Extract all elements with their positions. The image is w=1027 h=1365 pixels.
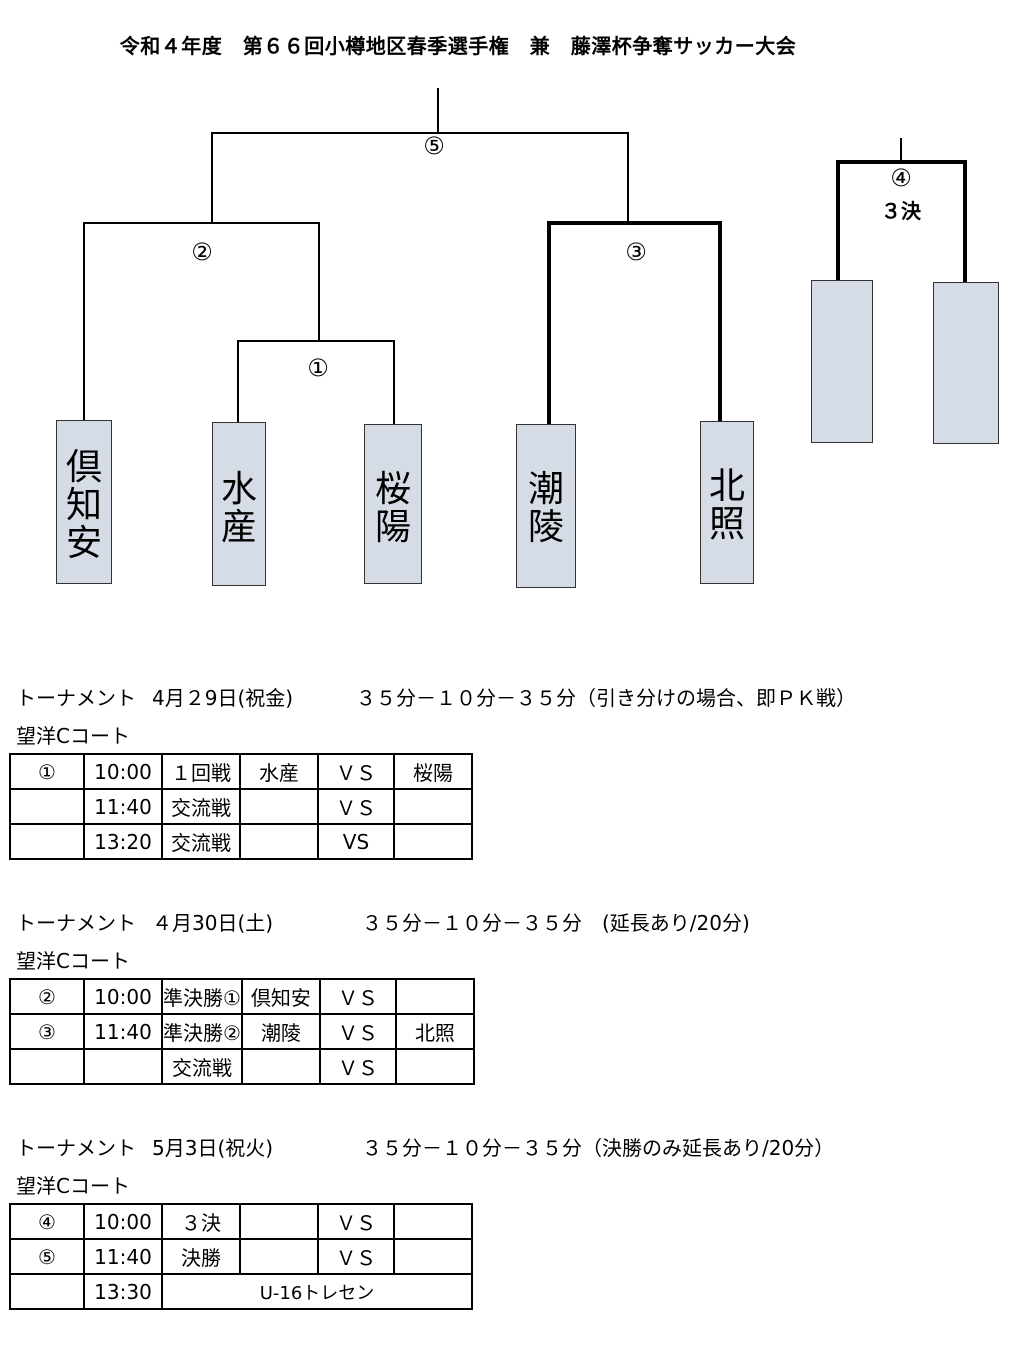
team-name: 潮 陵: [527, 469, 564, 548]
court-name: 望洋Cコート: [16, 724, 130, 748]
match-label-4-sub: ３決: [881, 199, 921, 223]
team-box-hokusho: 北 照: [700, 421, 754, 584]
schedule-table: ② 10:00 準決勝① 倶知安 ＶＳ ③ 11:40 準決勝② 潮陵 ＶＳ 北…: [9, 978, 475, 1085]
table-row: ① 10:00 １回戦 水産 ＶＳ 桜陽: [9, 753, 473, 790]
match-label-2: ②: [191, 238, 213, 266]
team-name: 桜 陽: [374, 469, 411, 548]
match-label-1: ①: [307, 354, 329, 382]
court-name: 望洋Cコート: [16, 1174, 130, 1198]
event-cell: U-16トレセン: [161, 1273, 473, 1310]
bracket-lines: [83, 88, 967, 424]
table-row: 13:30 U-16トレセン: [9, 1273, 473, 1310]
team-box-ouyou: 桜 陽: [364, 424, 422, 584]
table-row: ③ 11:40 準決勝② 潮陵 ＶＳ 北照: [9, 1013, 475, 1050]
table-row: ⑤ 11:40 決勝 ＶＳ: [9, 1238, 473, 1275]
team-box-third-place-a: [811, 280, 873, 443]
court-name: 望洋Cコート: [16, 949, 130, 973]
table-row: 交流戦 ＶＳ: [9, 1048, 475, 1085]
team-box-third-place-b: [933, 282, 999, 444]
match-label-5: ⑤: [423, 132, 445, 160]
table-row: ④ 10:00 ３決 ＶＳ: [9, 1203, 473, 1240]
team-name: 北 照: [708, 466, 745, 545]
match-label-3: ③: [625, 238, 647, 266]
team-box-chouryou: 潮 陵: [516, 424, 576, 588]
table-row: 13:20 交流戦 VS: [9, 823, 473, 860]
table-row: 11:40 交流戦 ＶＳ: [9, 788, 473, 825]
bracket-line-m1: [237, 340, 395, 424]
bracket-line-m3: [547, 221, 722, 424]
table-row: ② 10:00 準決勝① 倶知安 ＶＳ: [9, 978, 475, 1015]
team-box-suisan: 水 産: [212, 422, 266, 586]
schedule-table: ④ 10:00 ３決 ＶＳ ⑤ 11:40 決勝 ＶＳ 13:30 U-16トレ…: [9, 1203, 473, 1310]
bracket-line-m2: [83, 222, 320, 420]
team-name: 水 産: [220, 469, 257, 548]
bracket-line-m4: [836, 160, 967, 282]
team-name: 倶 知 安: [65, 447, 102, 564]
match-label-4: ④: [890, 164, 912, 192]
schedule-table: ① 10:00 １回戦 水産 ＶＳ 桜陽 11:40 交流戦 ＶＳ 13:20 …: [9, 753, 473, 860]
team-box-kutchan: 倶 知 安: [56, 420, 112, 584]
page-title: 令和４年度 第６６回小樽地区春季選手権 兼 藤澤杯争奪サッカー大会: [119, 34, 797, 58]
bracket-line-m5: [211, 132, 629, 223]
